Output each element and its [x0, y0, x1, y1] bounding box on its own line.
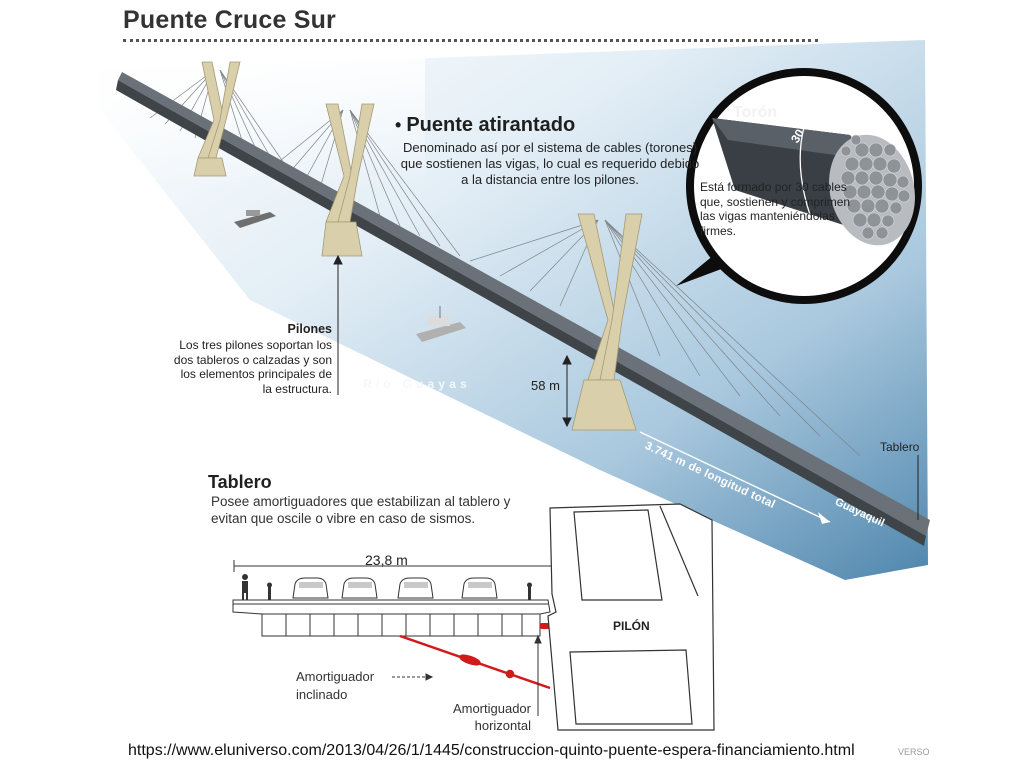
deck-cross-section: [232, 599, 551, 637]
bridge-type-description: Denominado así por el sistema de cables …: [400, 140, 700, 187]
pylon-2: [321, 103, 375, 257]
tablero-title: Tablero: [208, 472, 272, 492]
diameter-arrow: [799, 119, 819, 237]
pylon-section-label: PILÓN: [613, 619, 650, 633]
boat-1: [234, 210, 276, 228]
bridge-type-heading-text: Puente atirantado: [406, 114, 576, 136]
deck-label: Tablero: [880, 440, 920, 454]
damper-horizontal-label: Amortiguador horizontal: [452, 701, 531, 733]
deck-width-label: 23,8 m: [365, 552, 408, 568]
damper-pointers: [392, 634, 542, 716]
river-label: Río Guayas: [363, 377, 472, 391]
deck-direction-line: [639, 431, 831, 523]
toron-title: Torón: [733, 104, 778, 121]
car-icons: [292, 577, 498, 599]
damper-inclined-label: Amortiguador inclinado: [296, 669, 375, 702]
bridge-deck-side: [116, 80, 926, 546]
diameter-arrow-head: [812, 226, 822, 236]
tablero-description: Posee amortiguadores que estabilizan al …: [211, 494, 511, 526]
pilones-description: Los tres pilones soportan los dos tabler…: [173, 338, 332, 396]
height-arrow: [562, 354, 572, 428]
pylon-3: [571, 213, 643, 431]
lamp-icons: [267, 582, 532, 600]
source-watermark: VERSO: [898, 747, 930, 757]
pylon-1: [193, 61, 241, 177]
deck-arrow-icon: [818, 512, 830, 524]
pilones-title: Pilones: [287, 322, 332, 336]
source-url-link[interactable]: https://www.eluniverso.com/2013/04/26/1/…: [128, 742, 855, 759]
damper-inclined: [399, 634, 551, 690]
toron-description: Está formado por 30 cables que, sostiene…: [700, 180, 851, 238]
bridge-type-heading: •Puente atirantado: [395, 114, 575, 137]
toron-strand-ends: [840, 134, 911, 240]
pylon-cross-section: [547, 503, 715, 731]
bridge-deck: [118, 72, 930, 536]
boat-2: [416, 306, 466, 342]
height-label: 58 m: [531, 378, 560, 393]
title-divider: [123, 39, 818, 42]
bullet: •: [395, 115, 402, 135]
pedestrian-icon: [242, 574, 248, 600]
car-windows: [299, 582, 492, 588]
pilones-pointer: [333, 254, 343, 395]
page-title: Puente Cruce Sur: [123, 6, 336, 34]
